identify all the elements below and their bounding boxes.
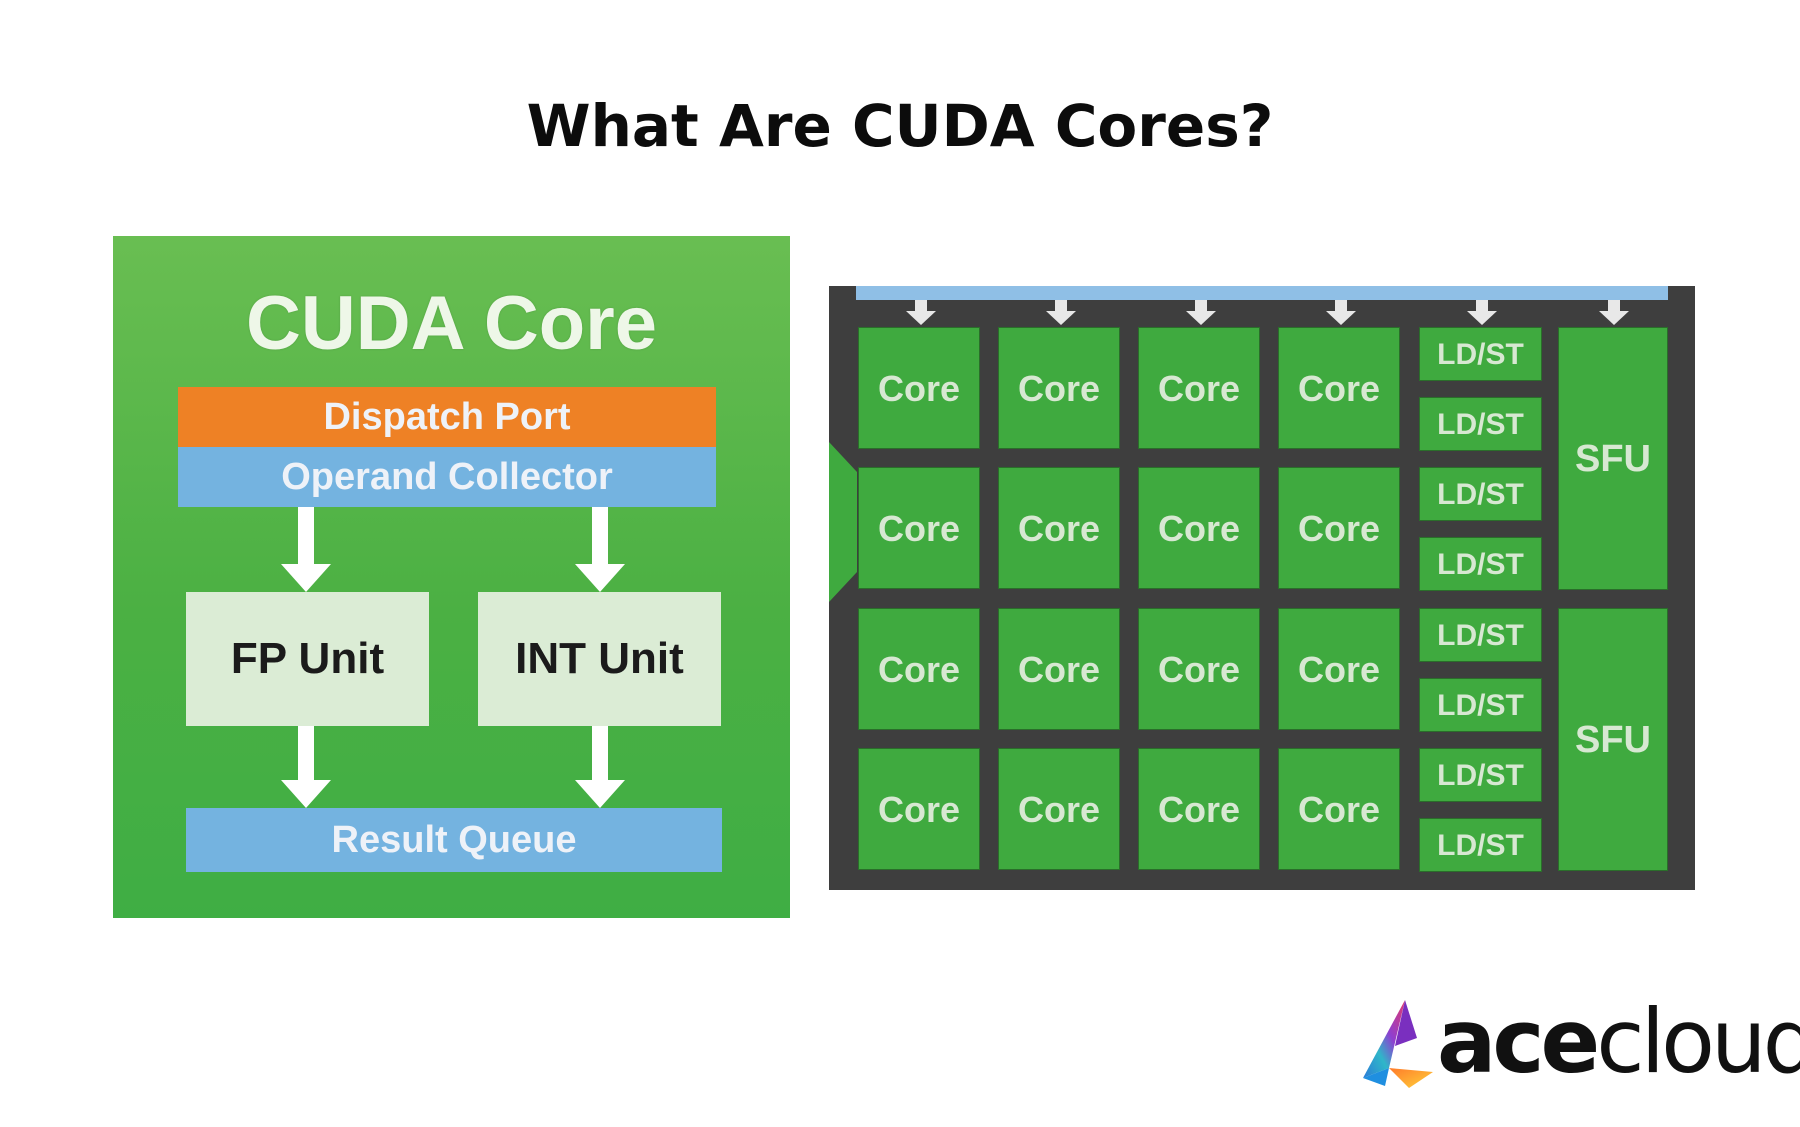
core-unit: Core: [1278, 467, 1400, 589]
core-unit: Core: [998, 327, 1120, 449]
page-title: What Are CUDA Cores?: [526, 92, 1274, 160]
arrow-operand-to-fp: [281, 507, 331, 592]
logo-wordmark: acecloud: [1437, 990, 1800, 1093]
side-connector: [829, 442, 857, 602]
result-queue: Result Queue: [186, 808, 722, 872]
ldst-unit: LD/ST: [1419, 818, 1542, 872]
core-unit: Core: [1278, 748, 1400, 870]
core-unit: Core: [998, 608, 1120, 730]
bus-down-arrow: [1046, 300, 1076, 325]
sfu-unit: SFU: [1558, 327, 1668, 590]
logo-cloud: cloud: [1596, 990, 1800, 1093]
int-unit: INT Unit: [478, 592, 721, 726]
sm-top-bus: [856, 286, 1668, 300]
core-unit: Core: [1138, 608, 1260, 730]
ldst-unit: LD/ST: [1419, 678, 1542, 732]
core-unit: Core: [858, 327, 980, 449]
core-unit: Core: [858, 608, 980, 730]
core-unit: Core: [998, 748, 1120, 870]
triangle-a-logo-icon: [1363, 1000, 1433, 1088]
core-unit: Core: [1138, 748, 1260, 870]
ldst-unit: LD/ST: [1419, 608, 1542, 662]
core-unit: Core: [1138, 327, 1260, 449]
cuda-core-diagram: CUDA Core Dispatch Port Operand Collecto…: [113, 236, 790, 918]
bus-down-arrow: [1326, 300, 1356, 325]
bus-down-arrow: [1599, 300, 1629, 325]
arrow-operand-to-int: [575, 507, 625, 592]
ldst-unit: LD/ST: [1419, 537, 1542, 591]
bus-down-arrow: [1467, 300, 1497, 325]
sfu-unit: SFU: [1558, 608, 1668, 871]
core-unit: Core: [858, 748, 980, 870]
arrow-int-to-result: [575, 726, 625, 808]
ldst-unit: LD/ST: [1419, 397, 1542, 451]
core-unit: Core: [998, 467, 1120, 589]
cuda-core-heading: CUDA Core: [246, 281, 657, 366]
dispatch-port: Dispatch Port: [178, 387, 716, 447]
core-unit: Core: [1138, 467, 1260, 589]
logo-ace: ace: [1437, 990, 1600, 1093]
fp-unit: FP Unit: [186, 592, 429, 726]
flow-arrows: [281, 507, 625, 808]
arrow-fp-to-result: [281, 726, 331, 808]
ldst-unit: LD/ST: [1419, 467, 1542, 521]
ldst-unit: LD/ST: [1419, 748, 1542, 802]
operand-collector: Operand Collector: [178, 447, 716, 507]
bus-down-arrow: [906, 300, 936, 325]
bus-down-arrow: [1186, 300, 1216, 325]
core-unit: Core: [858, 467, 980, 589]
core-unit: Core: [1278, 327, 1400, 449]
core-unit: Core: [1278, 608, 1400, 730]
acecloud-logo: acecloud: [1355, 990, 1800, 1093]
ldst-unit: LD/ST: [1419, 327, 1542, 381]
